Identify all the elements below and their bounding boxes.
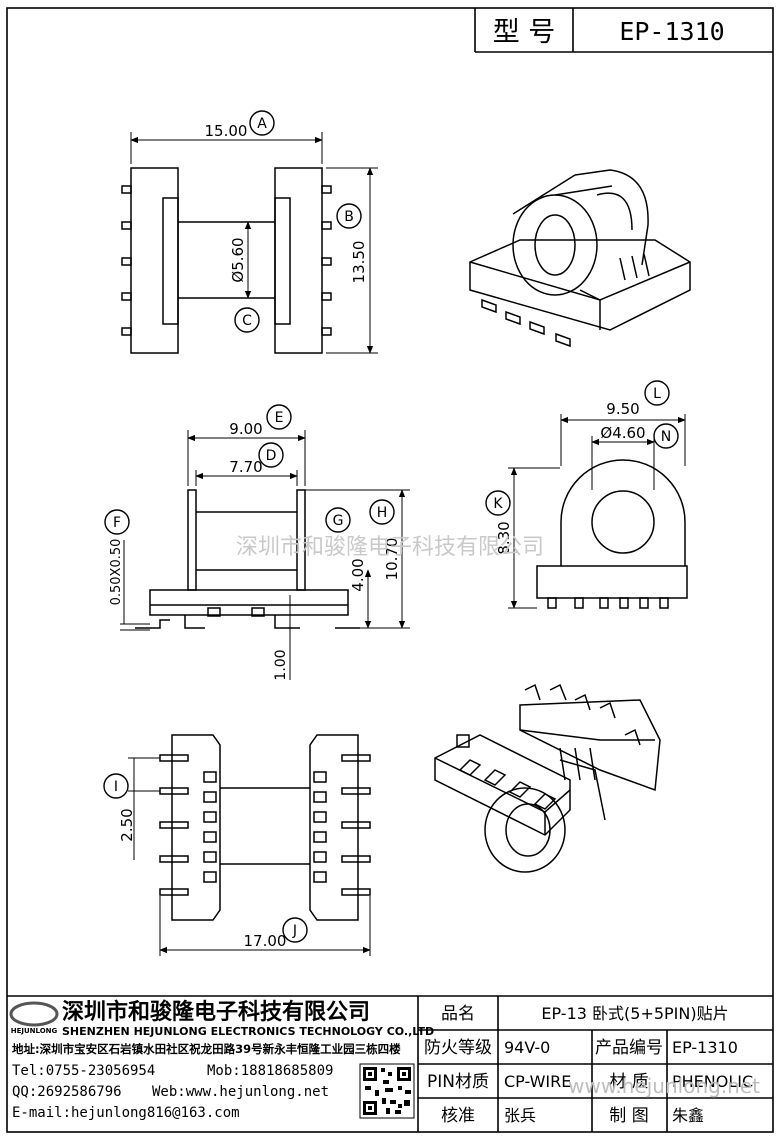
fire-rating: 94V-0 bbox=[504, 1038, 550, 1057]
company-mob: Mob:18818685809 bbox=[207, 1063, 333, 1079]
company-address: 地址:深圳市宝安区石岩镇水田社区祝龙田路39号新永丰恒隆工业园三栋四楼 bbox=[12, 1042, 401, 1056]
company-web: Web:www.hejunlong.net bbox=[152, 1084, 329, 1100]
pin-material: CP-WIRE bbox=[504, 1072, 571, 1091]
dim-j: 17.00 bbox=[244, 932, 287, 950]
dim-f: 0.50X0.50 bbox=[109, 539, 124, 606]
callout-g: G bbox=[333, 513, 344, 529]
callout-c: C bbox=[242, 313, 252, 329]
company-email: E-mail:hejunlong816@163.com bbox=[12, 1105, 240, 1121]
drafter: 朱鑫 bbox=[672, 1106, 704, 1125]
company-qq: QQ:2692586796 bbox=[12, 1084, 122, 1100]
callout-n: N bbox=[661, 429, 671, 445]
callouts bbox=[103, 110, 679, 943]
dim-k: 8.30 bbox=[495, 521, 513, 554]
company-tel: Tel:0755-23056954 bbox=[12, 1063, 155, 1079]
callout-l: L bbox=[653, 386, 661, 402]
header-model: EP-1310 bbox=[619, 17, 724, 46]
callout-d: D bbox=[266, 448, 277, 464]
product-code: EP-1310 bbox=[672, 1038, 738, 1057]
reviewer: 张兵 bbox=[504, 1106, 536, 1125]
callout-k: K bbox=[493, 496, 503, 512]
callout-e: E bbox=[275, 410, 284, 426]
callout-b: B bbox=[344, 209, 354, 225]
dim-e: 9.00 bbox=[229, 420, 262, 438]
company-name-en: SHENZHEN HEJUNLONG ELECTRONICS TECHNOLOG… bbox=[62, 1025, 434, 1038]
dim-n: Ø4.60 bbox=[600, 424, 645, 442]
reviewer-label: 核准 bbox=[441, 1106, 475, 1126]
view-front bbox=[121, 132, 378, 354]
dim-d: 7.70 bbox=[229, 458, 262, 476]
callout-letters: A B C D E F G H I J K L N bbox=[113, 116, 671, 939]
callout-i: I bbox=[114, 779, 118, 795]
product-name: EP-13 卧式(5+5PIN)贴片 bbox=[541, 1004, 728, 1023]
title-block-lines bbox=[7, 995, 773, 1132]
product-code-label: 产品编号 bbox=[595, 1038, 663, 1058]
callout-a: A bbox=[257, 116, 267, 132]
callout-j: J bbox=[292, 923, 297, 939]
company-name-cn: 深圳市和骏隆电子科技有限公司 bbox=[62, 999, 370, 1025]
dim-i: 2.50 bbox=[118, 808, 136, 841]
material-label: 材 质 bbox=[609, 1072, 648, 1092]
material: PHENOLIC bbox=[672, 1072, 753, 1091]
view-iso-bottom bbox=[434, 683, 661, 873]
view-iso-top bbox=[469, 169, 691, 348]
qr-code-icon bbox=[359, 1063, 415, 1119]
callout-f: F bbox=[113, 515, 121, 531]
fire-rating-label: 防火等级 bbox=[424, 1038, 492, 1058]
product-name-label: 品名 bbox=[441, 1004, 475, 1024]
view-bottom bbox=[128, 734, 371, 956]
header-label: 型 号 bbox=[493, 17, 556, 48]
watermark-bottom: www.hejunlong.net bbox=[568, 1074, 760, 1098]
dim-a: 15.00 bbox=[205, 122, 248, 140]
watermark-center: 深圳市和骏隆电子科技有限公司 bbox=[236, 535, 544, 560]
logo-text: HEJUNLONG bbox=[11, 1027, 58, 1035]
callout-h: H bbox=[377, 505, 388, 521]
dim-l: 9.50 bbox=[606, 400, 639, 418]
dim-b: 13.50 bbox=[350, 241, 368, 284]
company-logo: HEJUNLONG bbox=[9, 1001, 59, 1035]
dim-one: 1.00 bbox=[273, 649, 289, 680]
dim-h: 10.70 bbox=[383, 538, 401, 581]
view-side bbox=[120, 430, 410, 680]
view-end bbox=[508, 414, 688, 609]
dim-g: 4.00 bbox=[349, 558, 367, 591]
dim-c: Ø5.60 bbox=[229, 237, 247, 282]
drafter-label: 制 图 bbox=[609, 1106, 648, 1126]
pin-material-label: PIN材质 bbox=[427, 1072, 489, 1092]
